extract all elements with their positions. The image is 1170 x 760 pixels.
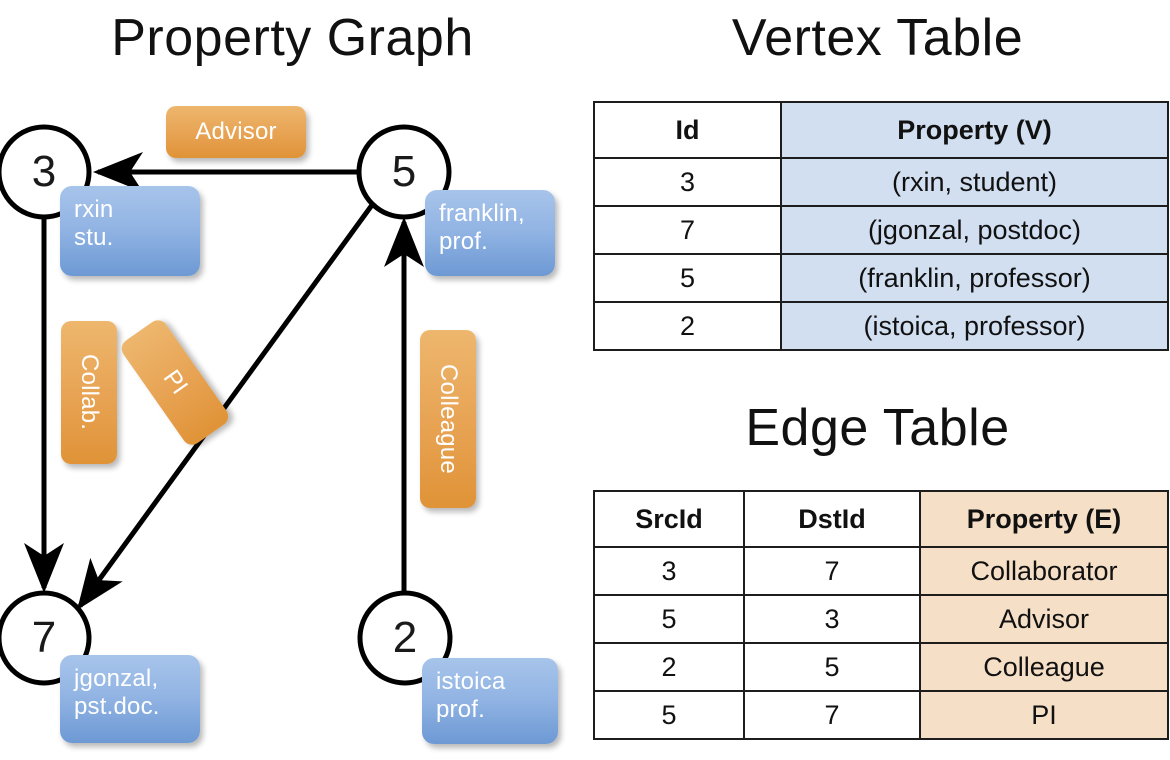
node-property-jgonzal-line1: jgonzal, [74,665,159,692]
node-property-box-rxin: rxin stu. [60,186,200,276]
edge-label-collab-text: Collab. [76,354,103,431]
vertex-cell-property: (istoica, professor) [780,301,1169,351]
vertex-cell-property: (franklin, professor) [780,253,1169,303]
table-row: 2 5 Colleague [593,642,1169,692]
edge-cell-property: Colleague [919,642,1169,692]
vertex-cell-id: 2 [593,301,782,351]
edge-cell-dst: 7 [743,546,921,596]
vertex-cell-id: 5 [593,253,782,303]
edge-table: SrcId DstId Property (E) 3 7 Collaborato… [593,490,1169,740]
edge-cell-property: Collaborator [919,546,1169,596]
edge-cell-src: 5 [593,690,745,740]
edge-cell-src: 3 [593,546,745,596]
vertex-cell-id: 3 [593,157,782,207]
edge-cell-dst: 5 [743,642,921,692]
table-row: 3 (rxin, student) [593,157,1169,207]
vertex-table: Id Property (V) 3 (rxin, student) 7 (jgo… [593,101,1169,351]
table-row: 7 (jgonzal, postdoc) [593,205,1169,255]
table-row: 5 (franklin, professor) [593,253,1169,303]
vertex-cell-property: (jgonzal, postdoc) [780,205,1169,255]
edge-cell-src: 5 [593,594,745,644]
edge-cell-property: PI [919,690,1169,740]
edge-table-header-srcid: SrcId [593,490,745,548]
edge-table-header-row: SrcId DstId Property (E) [593,490,1169,548]
edge-label-colleague-text: Colleague [435,364,462,474]
node-property-istoica-line1: istoica [436,668,506,695]
edge-label-colleague: Colleague [420,330,476,508]
node-property-box-istoica: istoica prof. [422,658,558,744]
node-property-jgonzal-line2: pst.doc. [74,693,160,721]
page-title-vertex-table: Vertex Table [731,9,1024,67]
table-row: 2 (istoica, professor) [593,301,1169,351]
table-row: 3 7 Collaborator [593,546,1169,596]
node-property-rxin-line1: rxin [74,196,114,223]
edge-table-header-property: Property (E) [919,490,1169,548]
edge-5-to-7-pi [77,203,375,611]
node-property-box-jgonzal: jgonzal, pst.doc. [60,655,200,743]
edge-cell-property: Advisor [919,594,1169,644]
vertex-table-header-property: Property (V) [780,101,1169,159]
edge-label-pi-text: PI [157,365,194,400]
page-title-property-graph: Property Graph [111,9,474,67]
edge-cell-dst: 3 [743,594,921,644]
vertex-table-header-id: Id [593,101,782,159]
table-row: 5 3 Advisor [593,594,1169,644]
node-property-box-franklin: franklin, prof. [425,190,555,276]
edge-table-header-dstid: DstId [743,490,921,548]
node-property-istoica-line2: prof. [436,696,486,724]
edge-cell-src: 2 [593,642,745,692]
edge-label-advisor-text: Advisor [195,118,277,145]
node-property-franklin-line1: franklin, [439,200,525,227]
vertex-cell-id: 7 [593,205,782,255]
vertex-cell-property: (rxin, student) [780,157,1169,207]
property-graph-diagram: 3 5 7 2 rxin stu. franklin, prof. jgonza… [0,106,558,744]
edge-label-collab: Collab. [61,321,117,464]
table-row: 5 7 PI [593,690,1169,740]
edge-label-advisor: Advisor [166,106,306,158]
node-property-franklin-line2: prof. [439,228,489,256]
edge-cell-dst: 7 [743,690,921,740]
node-property-rxin-line2: stu. [74,224,114,252]
vertex-table-header-row: Id Property (V) [593,101,1169,159]
page-title-edge-table: Edge Table [745,399,1010,457]
